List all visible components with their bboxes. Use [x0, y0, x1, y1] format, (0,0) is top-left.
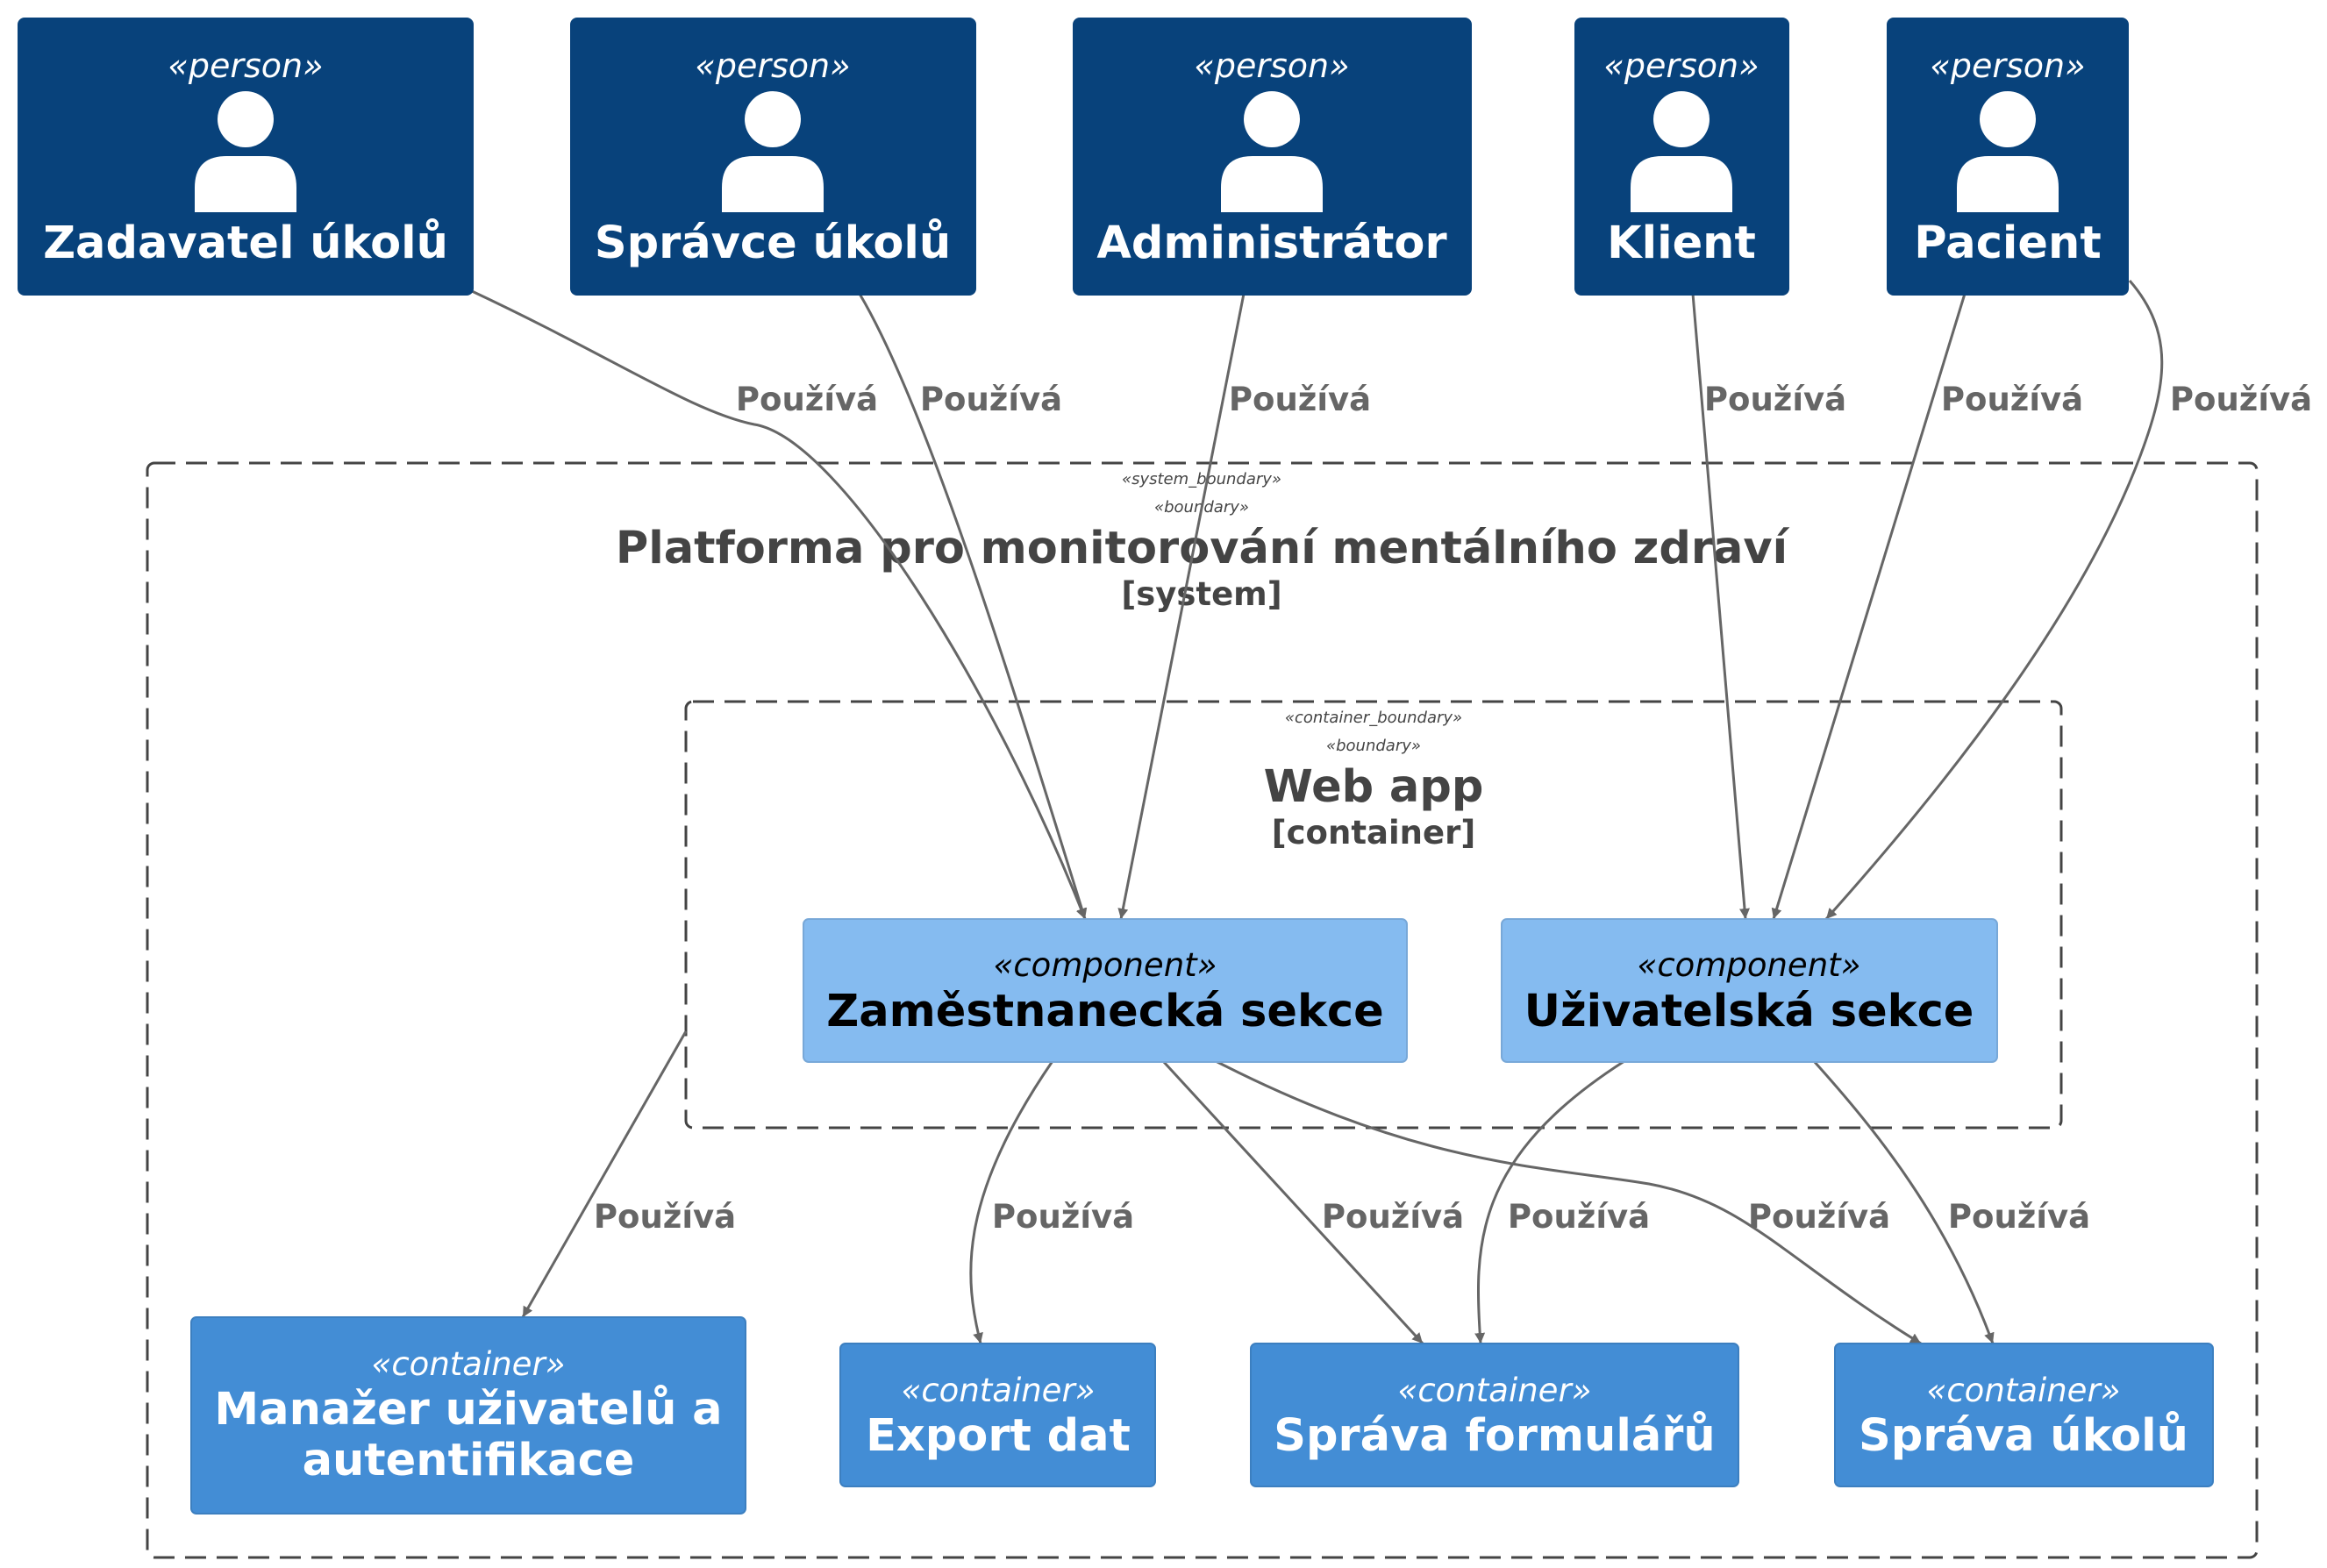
component-name: Zaměstnanecká sekce — [826, 986, 1383, 1037]
edge-admin-zam — [1117, 293, 1246, 920]
component-zamestnanecka-sekce: «component» Zaměstnanecká sekce — [803, 918, 1408, 1063]
system-boundary-type: [system] — [1121, 575, 1281, 613]
container-stereotype: «container» — [902, 1372, 1096, 1409]
container-name: Export dat — [866, 1410, 1131, 1462]
container-name: Správa formulářů — [1274, 1410, 1715, 1462]
container-boundary-stereotype-2: «boundary» — [1326, 737, 1421, 755]
edge-label-zadavatel-zam: Používá — [736, 381, 878, 418]
container-export-dat: «container» Export dat — [839, 1343, 1156, 1487]
edge-label-zam-formulare: Používá — [1322, 1198, 1464, 1236]
system-boundary-stereotype: «system_boundary» — [1122, 470, 1281, 488]
component-name: Uživatelská sekce — [1524, 986, 1974, 1037]
container-sprava-ukolu: «container» Správa úkolů — [1834, 1343, 2214, 1487]
person-stereotype: «person» — [1603, 46, 1759, 85]
edge-pacient-uziv — [1771, 293, 1967, 920]
edge-label-pacient-uziv-2: Používá — [2170, 381, 2312, 418]
edge-zam-export — [969, 1060, 1054, 1344]
container-sprava-formularu: «container» Správa formulářů — [1250, 1343, 1739, 1487]
person-stereotype: «person» — [168, 46, 323, 85]
edge-label-zam-export: Používá — [992, 1198, 1134, 1236]
container-boundary-title: Web app — [1264, 761, 1484, 813]
edge-uziv-formulare — [1474, 1059, 1625, 1344]
edge-label-pacient-uziv: Používá — [1941, 381, 2083, 418]
edge-label-admin-zam: Používá — [1229, 381, 1371, 418]
person-klient: «person» Klient — [1574, 18, 1789, 296]
edge-klient-uziv — [1691, 293, 1750, 920]
person-name: Klient — [1607, 217, 1756, 269]
edge-uziv-ukoly — [1812, 1059, 1995, 1344]
person-pacient: «person» Pacient — [1887, 18, 2129, 296]
relations: Používá Používá Používá Používá Používá … — [471, 280, 2312, 1345]
container-name-line-2: autentifikace — [303, 1435, 635, 1486]
edge-label-spravce-zam: Používá — [920, 381, 1062, 418]
person-stereotype: «person» — [1930, 46, 2085, 85]
person-name: Zadavatel úkolů — [43, 217, 448, 269]
edge-zadavatel-zam — [471, 289, 1087, 920]
person-name: Pacient — [1914, 217, 2101, 269]
edge-webapp-manazer — [521, 1030, 688, 1318]
person-name: Administrátor — [1096, 217, 1446, 269]
edge-label-uziv-ukoly: Používá — [1948, 1198, 2090, 1236]
edge-label-klient-uziv: Používá — [1704, 381, 1846, 418]
container-boundary-stereotype: «container_boundary» — [1285, 709, 1462, 727]
system-boundary-title: Platforma pro monitorování mentálního zd… — [616, 523, 1790, 574]
container-name-line-1: Manažer uživatelů a — [214, 1384, 722, 1436]
container-boundary: «container_boundary» «boundary» Web app … — [684, 700, 2063, 1130]
container-stereotype: «container» — [372, 1345, 566, 1383]
container-boundary-type: [container] — [1272, 814, 1476, 852]
component-uzivatelska-sekce: «component» Uživatelská sekce — [1501, 918, 1998, 1063]
container-manazer-uzivatelu: «container» Manažer uživatelů a autentif… — [190, 1316, 746, 1515]
container-stereotype: «container» — [1398, 1372, 1592, 1409]
person-admin: «person» Administrátor — [1073, 18, 1472, 296]
container-name: Správa úkolů — [1859, 1410, 2188, 1462]
person-stereotype: «person» — [695, 46, 850, 85]
person-spravce: «person» Správce úkolů — [570, 18, 976, 296]
edge-zam-formulare — [1161, 1059, 1424, 1345]
edge-pacient-uziv-2 — [1824, 280, 2164, 920]
edge-spravce-zam — [858, 293, 1088, 920]
system-boundary: «system_boundary» «boundary» Platforma p… — [146, 461, 2259, 1559]
person-zadavatel: «person» Zadavatel úkolů — [18, 18, 474, 296]
edge-label-webapp-manazer: Používá — [594, 1198, 736, 1236]
container-stereotype: «container» — [1927, 1372, 2121, 1409]
component-stereotype: «component» — [1638, 946, 1861, 984]
component-stereotype: «component» — [994, 946, 1217, 984]
edge-label-uziv-formulare: Používá — [1508, 1198, 1650, 1236]
person-stereotype: «person» — [1194, 46, 1349, 85]
edge-zam-ukoly — [1215, 1059, 1922, 1345]
person-name: Správce úkolů — [595, 217, 951, 269]
edge-label-zam-ukoly: Používá — [1748, 1198, 1890, 1236]
